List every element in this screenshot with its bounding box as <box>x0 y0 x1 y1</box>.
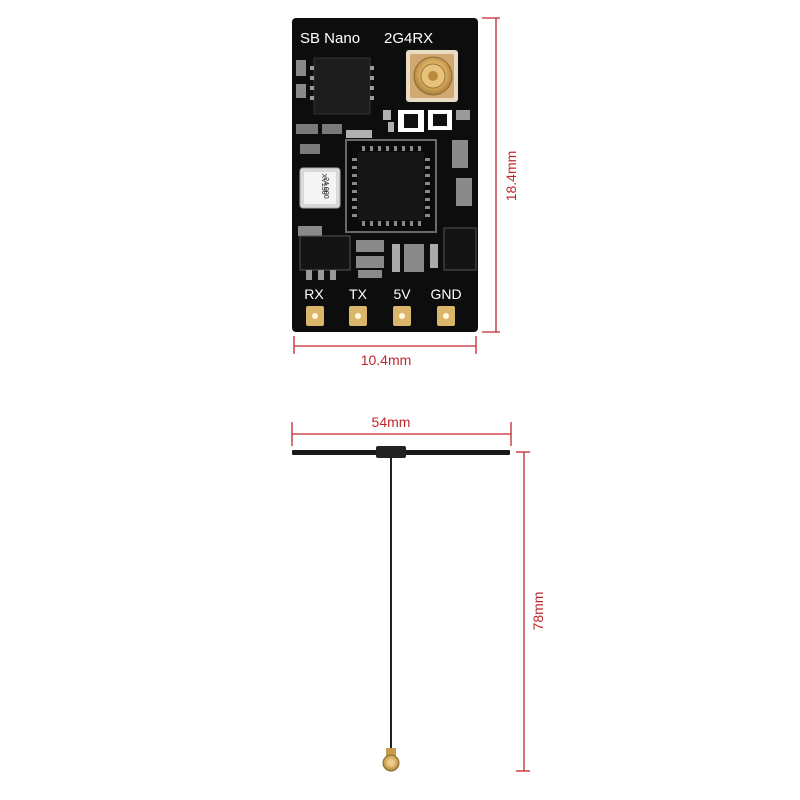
top-ic-chip <box>310 57 374 115</box>
board-height-dimension <box>482 17 500 333</box>
board-name-label: SB Nano <box>300 30 360 47</box>
antenna-width-label: 54mm <box>372 414 411 430</box>
board-width-dimension <box>293 336 477 354</box>
board-width-label: 10.4mm <box>361 352 412 368</box>
solder-pad-tx <box>349 306 367 326</box>
board-height-label: 18.4mm <box>503 151 519 202</box>
pin-label-5v: 5V <box>393 286 411 302</box>
ipex-connector <box>406 50 458 102</box>
crystal-code-label: XV150 <box>320 173 327 194</box>
pin-label-tx: TX <box>349 286 368 302</box>
pin-label-rx: RX <box>304 286 324 302</box>
crystal-oscillator: 24.000 XV150 <box>299 167 341 209</box>
solder-pads <box>306 306 455 326</box>
solder-pad-5v <box>393 306 411 326</box>
board-model-label: 2G4RX <box>384 30 433 47</box>
ipex-plug <box>382 748 400 772</box>
crystal-frequency-label: 24.000 <box>322 177 329 199</box>
t-antenna <box>292 446 510 772</box>
smd-components-lower <box>298 226 477 280</box>
antenna-width-dimension <box>291 422 512 446</box>
smd-components-upper-right <box>346 110 472 206</box>
antenna-balun <box>376 446 406 458</box>
solder-pad-rx <box>306 306 324 326</box>
main-mcu-chip <box>345 139 437 233</box>
solder-pad-gnd <box>437 306 455 326</box>
antenna-length-label: 78mm <box>530 592 546 631</box>
receiver-board: SB Nano 2G4RX <box>292 18 478 332</box>
smd-components-upper-left <box>296 60 342 154</box>
pin-label-gnd: GND <box>430 286 461 302</box>
antenna-length-dimension <box>516 451 530 772</box>
